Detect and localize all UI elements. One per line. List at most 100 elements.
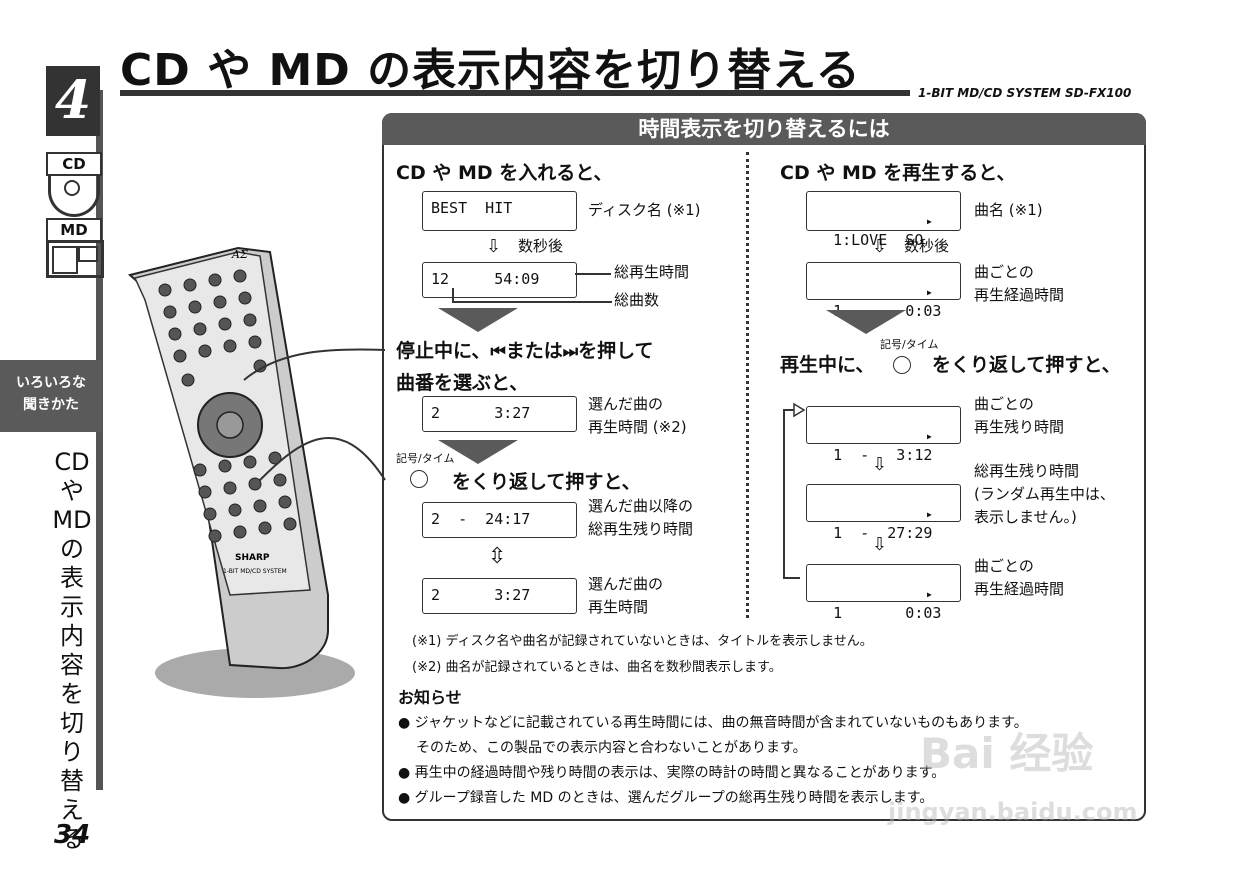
callout-line — [452, 301, 612, 303]
chapter-tab-bar — [96, 90, 103, 790]
section-header: 時間表示を切り替えるには — [382, 113, 1146, 145]
track-remaining-note-2: 再生残り時間 — [974, 418, 1065, 436]
vertical-title: CDやMDの表示内容を切り替える — [52, 448, 92, 853]
lcd-track-time: 2 3:27 — [422, 396, 577, 432]
right-heading-play: CD や MD を再生すると、 — [780, 162, 1016, 184]
display-button-label: 記号/タイム — [396, 452, 455, 465]
lcd-elapsed-2-text: 1 0:03 — [833, 604, 942, 622]
right-heading-repeat-a: 再生中に、 — [780, 354, 875, 376]
notice-text: 再生中の経過時間や残り時間の表示は、実際の時計の時間と異なることがあります。 — [414, 765, 946, 781]
model-label: 1-BIT MD/CD SYSTEM SD-FX100 — [918, 86, 1132, 100]
callout-line — [575, 273, 611, 275]
cycle-bracket — [783, 402, 806, 579]
lcd-disc-name: BEST HIT — [422, 191, 577, 231]
step-arrow-icon — [826, 310, 906, 334]
footnote-1: (※1) ディスク名や曲名が記録されていないときは、タイトルを表示しません。 — [412, 634, 873, 649]
lcd-track-time-2: 2 3:27 — [422, 578, 577, 614]
page-title: CD や MD の表示内容を切り替える — [120, 45, 861, 96]
lcd-track-remaining-text: 1 - 3:12 — [833, 446, 933, 464]
left-heading-repeat: をくり返して押すと、 — [452, 471, 641, 493]
watermark-url: jingyan.baidu.com — [888, 798, 1138, 826]
lcd-disc-name-note: ディスク名 (※1) — [588, 201, 701, 219]
play-indicator-icon: ▶ — [927, 590, 932, 599]
down-arrow-icon: ⇩ — [486, 236, 502, 257]
step-arrow-icon — [438, 440, 518, 464]
heading-part: を押して — [578, 340, 654, 362]
notice-bullet-2: ● 再生中の経過時間や残り時間の表示は、実際の時計の時間と異なることがあります。 — [398, 762, 945, 782]
wait-label-right: 数秒後 — [904, 237, 950, 255]
cd-hole-icon — [64, 180, 80, 196]
track-time2-note-1: 選んだ曲の — [588, 575, 664, 593]
section-tab-line1: いろいろな — [16, 375, 86, 391]
callout-line — [452, 288, 454, 302]
md-label: MD — [46, 218, 102, 242]
heading-part: 停止中に、 — [396, 340, 491, 362]
lcd-elapsed: 1 0:03 ▶ — [806, 262, 961, 320]
cd-disc-icon — [48, 174, 100, 217]
lcd-remaining-total: 2 - 24:17 — [422, 502, 577, 538]
wait-label-left: 数秒後 — [518, 237, 564, 255]
elapsed-note-1: 曲ごとの — [974, 263, 1034, 281]
track-time-note-1: 選んだ曲の — [588, 395, 664, 413]
track-name-note: 曲名 (※1) — [974, 201, 1043, 219]
play-indicator-icon: ▶ — [927, 288, 932, 297]
cd-label: CD — [46, 152, 102, 176]
column-divider — [746, 152, 749, 618]
lcd-elapsed-2: 1 0:03 ▶ — [806, 564, 961, 622]
heading-part: または — [505, 340, 563, 362]
remote-system-label: 1-BIT MD/CD SYSTEM — [223, 568, 287, 575]
section-tab: いろいろな 聞きかた — [0, 360, 102, 432]
down-arrow-icon: ⇩ — [872, 454, 888, 475]
notice-title: お知らせ — [398, 688, 462, 707]
notice-bullet-3: ● グループ録音した MD のときは、選んだグループの総再生残り時間を表示します… — [398, 787, 933, 807]
md-label-area-icon — [78, 246, 98, 262]
notice-text: ジャケットなどに記載されている再生時間には、曲の無音時間が含まれていないものもあ… — [414, 715, 1028, 731]
remaining-total-note-2: 総再生残り時間 — [588, 520, 694, 538]
total-remaining-note-2: (ランダム再生中は、 — [974, 485, 1115, 503]
bullet-icon: ● — [398, 715, 415, 731]
notice-bullet-1-cont: そのため、この製品での表示内容と合わないことがあります。 — [416, 740, 807, 756]
notice-text: グループ録音した MD のときは、選んだグループの総再生残り時間を表示します。 — [414, 790, 934, 806]
remaining-total-note-1: 選んだ曲以降の — [588, 497, 694, 515]
down-arrow-icon: ⇩ — [872, 236, 888, 257]
next-button-icon: ⏭ — [562, 342, 579, 362]
play-indicator-icon: ▶ — [927, 510, 932, 519]
elapsed-note-2: 再生経過時間 — [974, 286, 1065, 304]
track-time2-note-2: 再生時間 — [588, 598, 649, 616]
notice-bullet-1: ● ジャケットなどに記載されている再生時間には、曲の無音時間が含まれていないもの… — [398, 712, 1028, 732]
track-remaining-note-1: 曲ごとの — [974, 395, 1034, 413]
lcd-track-name-text: 1:LOVE SO — [833, 231, 924, 249]
left-heading-select: 曲番を選ぶと、 — [396, 372, 529, 394]
remote-control-illustration: AΣ SHARP 1-BIT MD/CD SYSTEM — [127, 246, 355, 698]
bullet-icon: ● — [398, 790, 415, 806]
display-button-icon — [893, 356, 911, 374]
section-tab-line2: 聞きかた — [23, 397, 79, 413]
up-down-arrow-icon: ⇳ — [488, 544, 507, 569]
lcd-total-remaining: 1 - 27:29 ▶ — [806, 484, 961, 542]
chapter-number: 4 — [46, 66, 100, 136]
right-heading-repeat-b: をくり返して押すと、 — [932, 354, 1121, 376]
remote-logo: AΣ — [231, 248, 248, 261]
md-shutter-icon — [52, 246, 78, 274]
elapsed2-note-1: 曲ごとの — [974, 557, 1034, 575]
lcd-track-remaining: 1 - 3:12 ▶ — [806, 406, 961, 464]
track-count-note: 総曲数 — [614, 291, 660, 309]
lcd-total-time: 12 54:09 — [422, 262, 577, 298]
left-heading-stop: 停止中に、⏮または⏭を押して — [396, 336, 654, 363]
page-number: 34 — [54, 820, 91, 850]
play-indicator-icon: ▶ — [927, 432, 932, 441]
footnote-2: (※2) 曲名が記録されているときは、曲名を数秒間表示します。 — [412, 660, 782, 675]
title-rule — [120, 90, 910, 96]
left-heading-insert: CD や MD を入れると、 — [396, 162, 613, 184]
play-indicator-icon: ▶ — [927, 217, 932, 226]
callout-lines — [243, 348, 386, 481]
display-button-label: 記号/タイム — [880, 338, 939, 351]
prev-button-icon: ⏮ — [490, 342, 506, 362]
elapsed2-note-2: 再生経過時間 — [974, 580, 1065, 598]
total-time-note: 総再生時間 — [614, 263, 690, 281]
track-time-note-2: 再生時間 (※2) — [588, 418, 687, 436]
md-cartridge-icon — [46, 240, 104, 278]
total-remaining-note-1: 総再生残り時間 — [974, 462, 1080, 480]
lcd-track-name: 1:LOVE SO ▶ — [806, 191, 961, 249]
display-button-icon — [410, 470, 428, 488]
